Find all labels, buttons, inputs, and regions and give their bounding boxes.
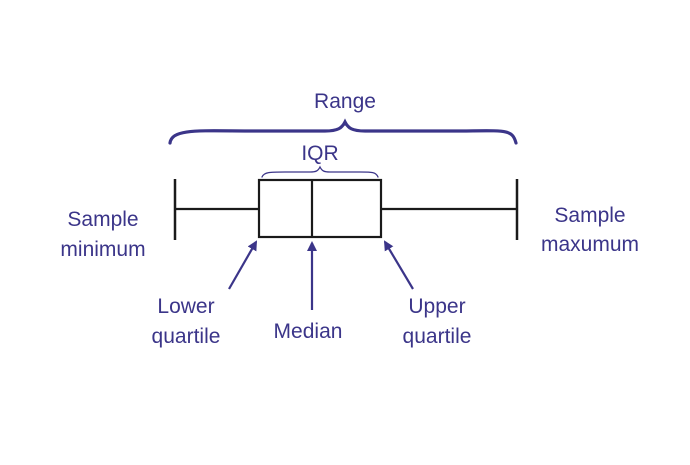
range-brace (168, 118, 518, 145)
iqr-box (257, 178, 383, 239)
sample-minimum-label-line1: Sample (67, 208, 138, 231)
upper-quartile-label-line1: Upper (408, 295, 465, 318)
lower-quartile-label-line1: Lower (157, 295, 214, 318)
box-plot (173, 178, 519, 240)
sample-maximum-label-line1: Sample (554, 204, 625, 227)
iqr-label: IQR (301, 142, 338, 165)
sample-maximum-label-line2: maxumum (541, 233, 639, 256)
sample-minimum-label-line2: minimum (60, 238, 145, 261)
median-label: Median (274, 320, 343, 343)
iqr-brace (261, 165, 379, 178)
range-label: Range (314, 90, 376, 113)
lower-quartile-label-line2: quartile (152, 325, 221, 348)
lower-quartile-arrow (228, 240, 257, 290)
upper-quartile-label-line2: quartile (403, 325, 472, 348)
upper-quartile-arrow (383, 240, 414, 290)
